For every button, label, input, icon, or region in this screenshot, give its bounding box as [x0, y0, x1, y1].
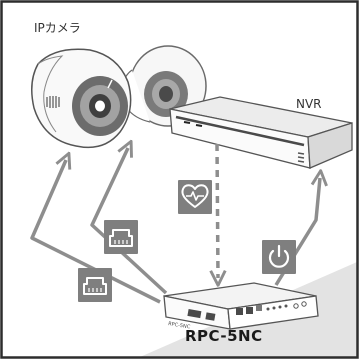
lan-arrow-front-camera: [30, 160, 161, 304]
ethernet-port-icon: [104, 220, 138, 254]
heartbeat-dashed-arrow: [217, 143, 218, 278]
nvr-label: NVR: [296, 97, 322, 111]
heart-pulse-icon: [178, 180, 212, 214]
lan-arrow-back-camera: [90, 148, 168, 295]
ip-camera-front: [31, 48, 132, 149]
ethernet-port-icon: [78, 268, 112, 302]
camera-vent: [46, 96, 60, 108]
device-face-label: RPC-5NC: [168, 321, 191, 330]
rpc-5nc-device: RPC-5NC: [163, 282, 319, 331]
ip-camera-label: IPカメラ: [34, 21, 81, 35]
nvr-recorder: [169, 96, 353, 169]
rpc-5nc-label: RPC-5NC: [185, 327, 263, 345]
power-icon: [262, 240, 296, 274]
